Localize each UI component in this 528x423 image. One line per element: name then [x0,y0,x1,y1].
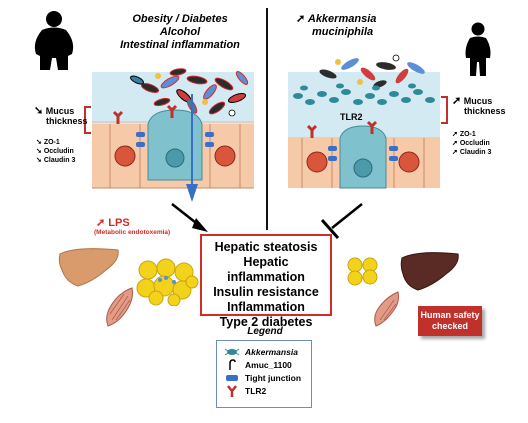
mucus-label-line1: Mucus [45,106,75,116]
obese-person-icon [34,11,74,70]
amuc-icon [223,358,241,371]
right-panel-title: ➚ Akkermansia muciniphila [296,13,426,39]
title-muciniphila: muciniphila [312,26,374,38]
up-arrow-icon: ➚ [452,131,458,138]
left-gut-epithelium [92,68,254,202]
title-line-alcohol: Alcohol [159,26,201,38]
tight-junction-icon [223,374,241,382]
protein-zo1: ZO-1 [459,131,476,138]
pathogenic-bacteria-cluster [130,68,249,117]
human-safety-badge: Human safety checked [418,306,482,336]
mucus-label-line2: thickness [46,116,88,126]
muscle-left-icon [106,287,133,327]
lean-person-icon [465,22,491,76]
title-akkermansia: Akkermansia [307,13,377,25]
down-arrow-icon: ➘ [36,148,42,155]
up-arrow-icon: ➚ [452,95,462,107]
legend-item-amuc: Amuc_1100 [223,358,305,371]
promote-arrowhead [192,218,208,232]
outcome-inflammation: Inflammation [227,300,305,314]
akkermansia-layer [293,83,435,105]
inhibit-arrow-line [331,203,363,229]
muscle-right-icon [374,291,399,327]
down-arrow-icon: ➘ [34,105,44,117]
legend-item-tlr2: TLR2 [223,384,305,397]
protein-zo1: ZO-1 [43,139,60,146]
down-arrow-icon: ➘ [36,139,42,146]
title-line-obesity: Obesity / Diabetes [132,13,228,25]
legend-box: Akkermansia Amuc_1100 Tight junction TLR… [216,340,312,408]
up-arrow-icon: ➚ [452,149,458,156]
liver-left-icon [58,248,119,287]
right-mucus-label: ➚ Mucus thickness [452,95,512,117]
akkermansia-icon [223,347,241,357]
left-protein-list: ➘ ZO-1 ➘ Occludin ➘ Claudin 3 [36,138,96,165]
right-gut-epithelium [288,54,440,189]
up-arrow-icon: ➚ [96,217,106,229]
adipose-left-icon [136,258,199,306]
inhibit-bar [320,219,340,239]
commensal-bacteria-cluster [319,54,425,88]
left-mucus-bracket [84,106,91,134]
down-arrow-icon: ➘ [36,157,42,164]
up-arrow-icon: ➚ [296,13,306,25]
outcomes-box: Hepatic steatosis Hepatic inflammation I… [200,234,332,329]
legend-label-tight-junction: Tight junction [245,372,302,383]
badge-line1: Human safety [420,310,480,320]
legend-item-tight-junction: Tight junction [223,371,305,384]
tlr2-icon [223,384,241,397]
up-arrow-icon: ➚ [452,140,458,147]
right-mucus-bracket [441,96,448,124]
left-mucus-label: ➘ Mucus thickness [34,105,88,127]
tlr2-label: TLR2 [340,112,363,122]
legend-label-amuc: Amuc_1100 [245,359,292,370]
right-protein-list: ➚ ZO-1 ➚ Occludin ➚ Claudin 3 [452,130,512,157]
adipose-right-icon [347,257,378,286]
outcome-insulin-resistance: Insulin resistance [213,285,319,299]
legend-label-akkermansia: Akkermansia [245,346,298,357]
protein-claudin: Claudin 3 [43,157,76,164]
title-line-inflammation: Intestinal inflammation [120,39,240,51]
protein-occludin: Occludin [43,148,74,155]
lps-text: LPS [108,217,130,229]
mucus-label-line2: thickness [464,106,506,116]
outcome-type2-diabetes: Type 2 diabetes [219,315,313,329]
panel-divider [266,8,268,230]
outcome-hepatic-inflammation: Hepatic inflammation [227,255,305,284]
protein-occludin: Occludin [459,140,490,147]
badge-line2: checked [431,321,469,331]
legend-item-akkermansia: Akkermansia [223,345,305,358]
protein-claudin: Claudin 3 [459,149,492,156]
outcome-hepatic-steatosis: Hepatic steatosis [214,240,318,254]
lps-label: ➚ LPS (Metabolic endotoxemia) [94,216,216,236]
left-panel-title: Obesity / Diabetes Alcohol Intestinal in… [100,13,260,52]
lps-subtitle: (Metabolic endotoxemia) [94,229,171,236]
legend-title: Legend [247,326,283,337]
legend-label-tlr2: TLR2 [245,385,267,396]
mucus-label-line1: Mucus [463,96,493,106]
liver-right-icon [400,252,459,291]
